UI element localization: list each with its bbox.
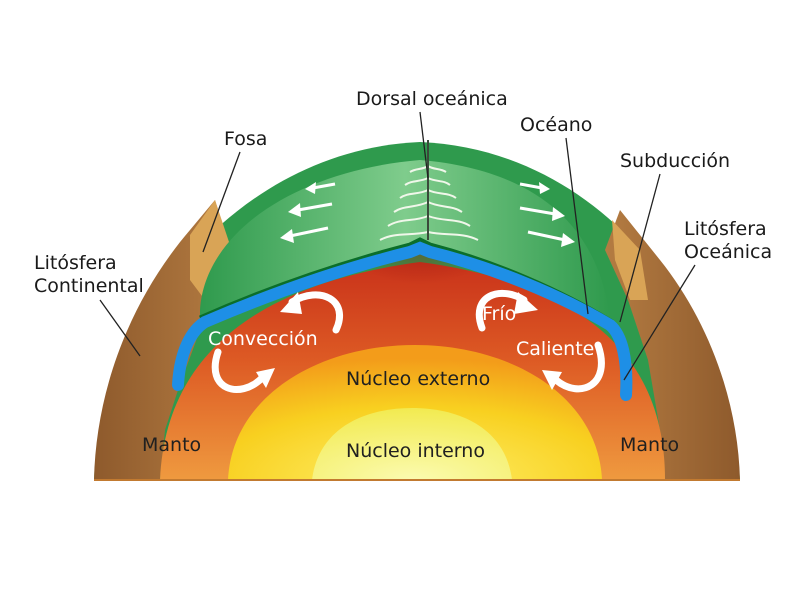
motion-arrow-left-2 xyxy=(297,202,333,212)
convection-arrow-left-bottom xyxy=(211,348,266,393)
convection-arrow-right-top-head xyxy=(514,292,538,314)
label-litosfera-continental-line1: Litósfera xyxy=(34,252,117,274)
leader-lines xyxy=(99,111,696,381)
motion-arrow-right-1 xyxy=(519,182,543,190)
label-fosa: Fosa xyxy=(224,128,268,150)
motion-arrow-left-1-head xyxy=(305,182,316,194)
leader-fosa xyxy=(202,151,241,253)
leader-litosfera-continental xyxy=(99,299,141,357)
label-litosfera-continental-line2: Continental xyxy=(34,275,144,297)
motion-arrow-left-1 xyxy=(312,182,336,190)
motion-arrow-left-2-head xyxy=(288,203,301,217)
oceanic-lithosphere-band xyxy=(172,241,633,401)
motion-arrow-left-3-head xyxy=(280,229,294,243)
label-manto-derecho: Manto xyxy=(620,434,680,456)
leader-litosfera-oceanica xyxy=(623,264,696,381)
label-dorsal-oceanica: Dorsal oceánica xyxy=(356,88,508,110)
plate-motion-arrows-left xyxy=(280,182,336,243)
motion-arrow-right-3-head xyxy=(561,233,575,247)
label-litosfera-continental: Litósfera Continental xyxy=(34,252,144,298)
convection-arrows-right xyxy=(475,289,605,393)
label-manto-izquierdo: Manto xyxy=(142,434,202,456)
label-frio: Frío xyxy=(482,303,517,325)
convection-arrow-right-bottom-head xyxy=(542,370,562,390)
motion-arrow-right-1-head xyxy=(539,182,550,194)
motion-arrow-right-2 xyxy=(519,206,556,216)
ocean-plate xyxy=(200,160,610,322)
plate-motion-arrows-right xyxy=(519,182,575,247)
label-litosfera-oceanica-line1: Litósfera xyxy=(684,218,767,240)
label-oceano: Océano xyxy=(520,114,593,136)
motion-arrow-right-3 xyxy=(527,230,566,242)
inner-core xyxy=(312,408,512,480)
convection-arrow-right-top xyxy=(475,289,528,332)
label-nucleo-externo: Núcleo externo xyxy=(346,368,491,390)
motion-arrow-right-2-head xyxy=(552,207,565,221)
mid-ocean-ridge xyxy=(379,165,479,241)
label-caliente: Caliente xyxy=(516,338,595,360)
label-conveccion: Convección xyxy=(208,328,318,350)
convection-arrows-left xyxy=(211,291,343,393)
convection-arrow-right-bottom xyxy=(552,341,605,393)
convection-arrow-left-top-head xyxy=(280,292,302,314)
convection-arrow-left-top xyxy=(288,291,343,334)
label-nucleo-interno: Núcleo interno xyxy=(346,440,485,462)
label-litosfera-oceanica: Litósfera Oceánica xyxy=(684,218,772,264)
continental-edge-left xyxy=(190,200,230,300)
leader-dorsal xyxy=(419,111,429,179)
leader-oceano xyxy=(565,137,589,315)
continental-edge-right xyxy=(612,220,648,300)
convection-arrow-left-bottom-head xyxy=(256,368,275,388)
motion-arrow-left-3 xyxy=(289,226,329,238)
leader-subduccion xyxy=(619,173,661,323)
label-litosfera-oceanica-line2: Oceánica xyxy=(684,241,773,263)
label-subduccion: Subducción xyxy=(620,150,731,172)
